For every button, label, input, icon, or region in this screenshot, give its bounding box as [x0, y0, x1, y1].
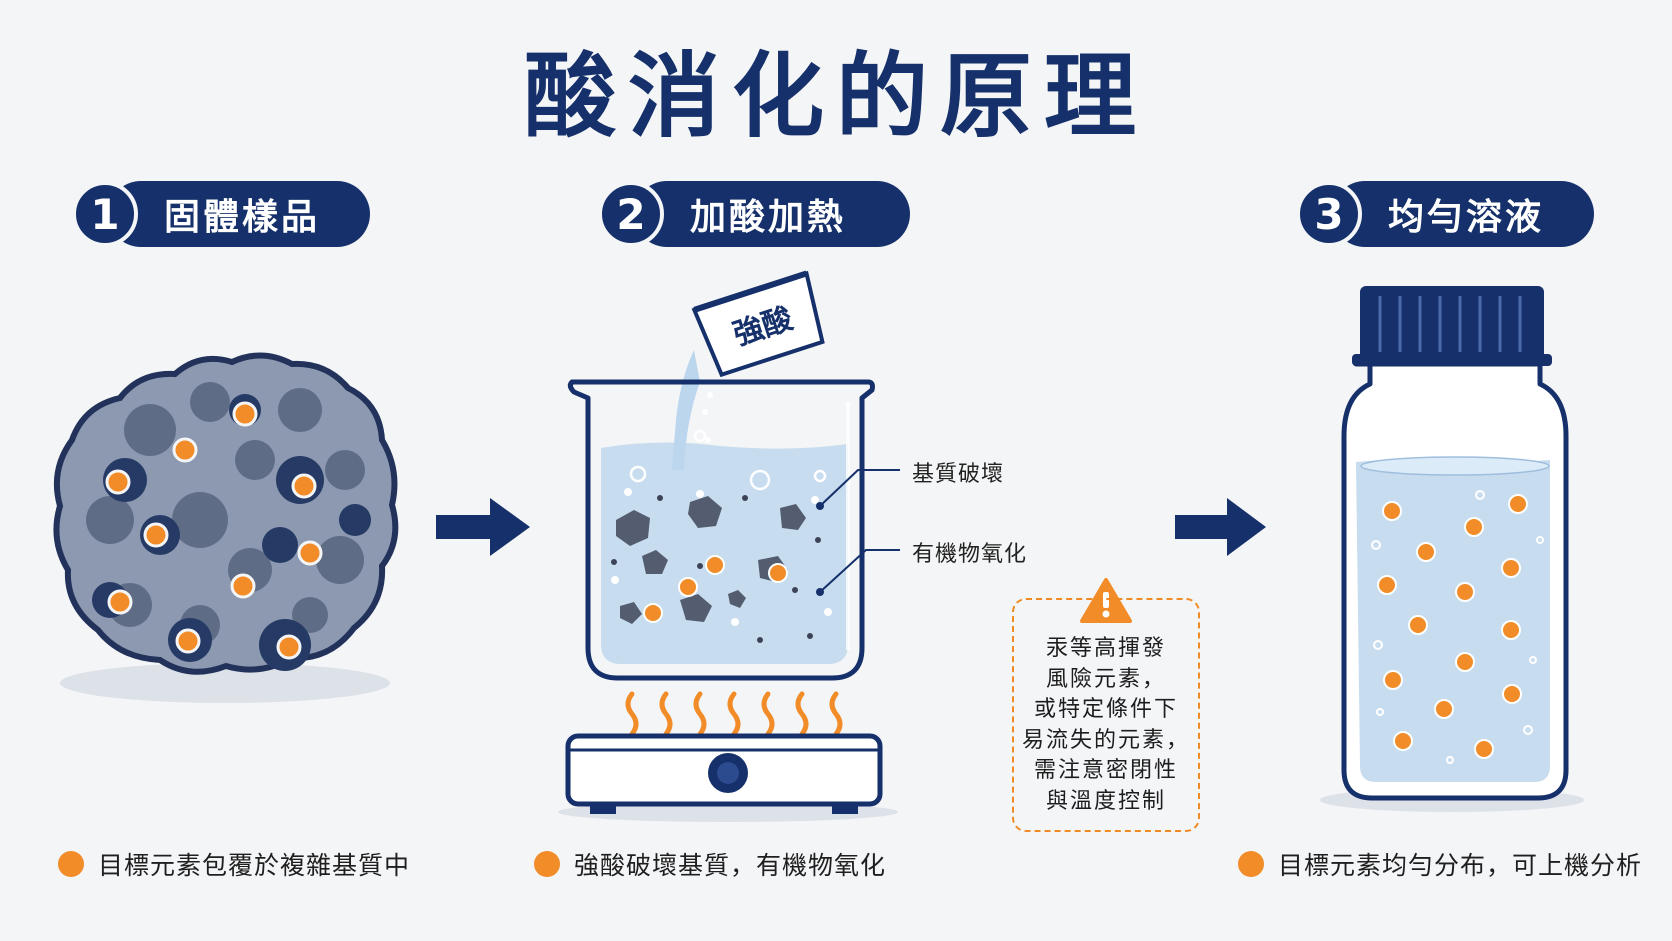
callout-organic-oxidation: 有機物氧化 — [912, 542, 1028, 567]
hot-plate-icon — [558, 691, 898, 822]
orange-dot-icon — [58, 851, 84, 877]
step-2-label: 加酸加熱 — [690, 197, 847, 238]
callout-matrix-destruction: 基質破壞 — [912, 462, 1005, 487]
caption-step-3: 目標元素均勻分布，可上機分析 — [1238, 846, 1642, 882]
arrow-right-icon — [1175, 498, 1266, 556]
caption-step-2: 強酸破壞基質，有機物氧化 — [534, 846, 886, 882]
warning-line: 與溫度控制 — [1045, 788, 1166, 814]
warning-text: 汞等高揮發 風險元素， 或特定條件下 易流失的元素， 需注意密閉性 與溫度控制 — [1012, 634, 1200, 817]
warning-line: 易流失的元素， — [1021, 727, 1190, 753]
step-1-label: 固體樣品 — [164, 197, 321, 238]
warning-icon — [1080, 578, 1132, 623]
step-2-header: 2 加酸加熱 — [598, 181, 910, 247]
warning-line: 汞等高揮發 — [1045, 636, 1166, 661]
rock-icon — [53, 352, 399, 703]
step-3-label: 均勻溶液 — [1388, 197, 1545, 238]
warning-line: 需注意密閉性 — [1033, 758, 1178, 783]
arrow-right-icon — [436, 498, 530, 556]
step-3-number: 3 — [1296, 181, 1362, 247]
caption-step-2-text: 強酸破壞基質，有機物氧化 — [574, 851, 887, 880]
step-1-header: 1 固體樣品 — [72, 181, 370, 247]
step-3-header: 3 均勻溶液 — [1296, 181, 1594, 247]
caption-step-1-text: 目標元素包覆於複雜基質中 — [98, 851, 411, 880]
beaker-icon: 強酸 — [567, 270, 900, 681]
warning-box — [1012, 598, 1200, 832]
step-2-number: 2 — [598, 181, 664, 247]
bottle-icon — [1320, 286, 1584, 812]
warning-line: 風險元素， — [1045, 666, 1166, 692]
warning-line: 或特定條件下 — [1033, 697, 1178, 722]
step-1-number: 1 — [72, 181, 138, 247]
orange-dot-icon — [1238, 851, 1264, 877]
caption-step-3-text: 目標元素均勻分布，可上機分析 — [1278, 851, 1643, 880]
caption-step-1: 目標元素包覆於複雜基質中 — [58, 846, 410, 882]
page-title: 酸消化的原理 — [523, 43, 1148, 150]
orange-dot-icon — [534, 851, 560, 877]
